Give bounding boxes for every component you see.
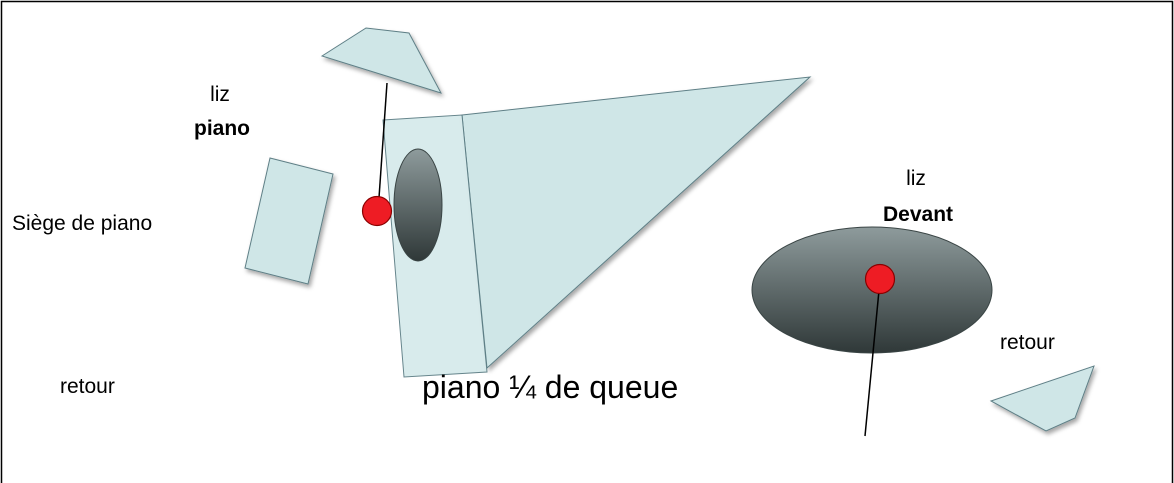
liz-front-name-label: liz [906, 167, 926, 190]
return-right-label: retour [1000, 331, 1055, 354]
pointer-line-piano [377, 82, 388, 213]
monitor-wedge-right-icon [989, 365, 1095, 432]
grand-piano-lid-shape [461, 76, 812, 370]
pianist-position-ellipse [393, 148, 443, 262]
piano-seat-label: Siège de piano [12, 212, 153, 235]
pointer-line-front [864, 279, 881, 437]
piano-seat-shape [244, 157, 334, 285]
liz-piano-name-label: liz [210, 83, 230, 106]
monitor-wedge-top-icon [320, 27, 443, 94]
mic-marker-piano-icon [361, 195, 393, 227]
grand-piano-label: piano ¼ de queue [422, 369, 679, 405]
return-left-label: retour [60, 375, 115, 398]
liz-piano-role-label: piano [194, 117, 250, 140]
mic-marker-front-icon [864, 263, 896, 295]
liz-front-role-label: Devant [882, 203, 954, 226]
